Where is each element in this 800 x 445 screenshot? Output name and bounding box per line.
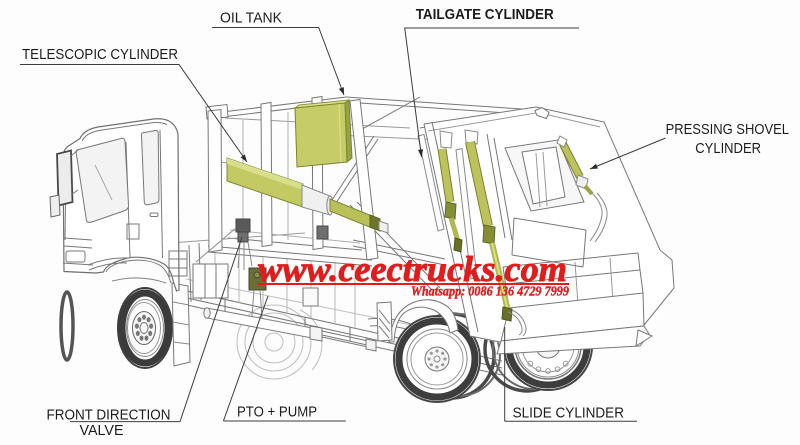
svg-text:SLIDE CYLINDER: SLIDE CYLINDER <box>513 406 624 422</box>
svg-text:Whatsapp: 0086 136 4729 7999: Whatsapp: 0086 136 4729 7999 <box>411 285 569 300</box>
svg-text:TAILGATE CYLINDER: TAILGATE CYLINDER <box>416 7 554 23</box>
svg-text:VALVE: VALVE <box>80 423 124 439</box>
svg-text:OIL TANK: OIL TANK <box>220 11 282 27</box>
svg-text:CYLINDER: CYLINDER <box>695 141 761 157</box>
svg-text:PRESSING SHOVEL: PRESSING SHOVEL <box>666 122 789 138</box>
svg-text:PTO + PUMP: PTO + PUMP <box>237 405 317 421</box>
svg-text:www.ceectrucks.com: www.ceectrucks.com <box>258 249 567 289</box>
svg-text:TELESCOPIC CYLINDER: TELESCOPIC CYLINDER <box>22 47 178 63</box>
svg-text:FRONT DIRECTION: FRONT DIRECTION <box>47 408 171 424</box>
